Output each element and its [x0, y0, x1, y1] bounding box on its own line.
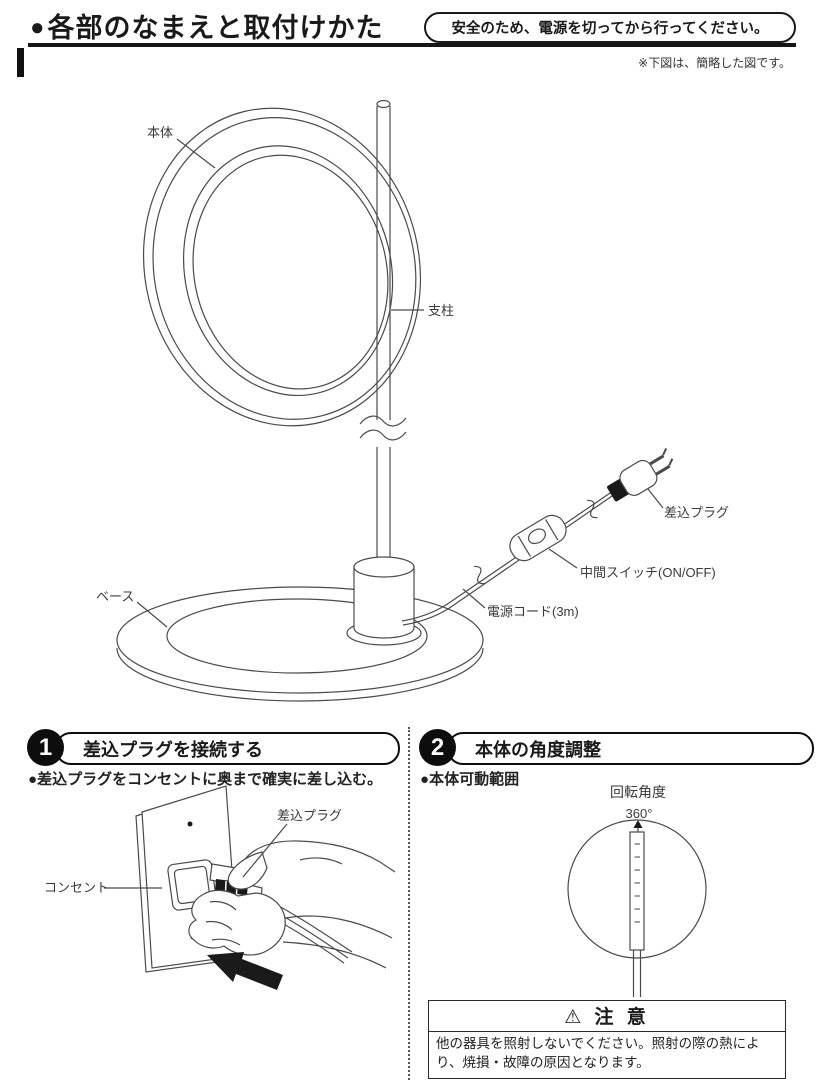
label-body: 本体 — [147, 125, 173, 140]
rotation-title: 回転角度 — [610, 784, 666, 800]
pole-break-symbol — [359, 415, 407, 441]
power-plug-drawing — [607, 447, 674, 502]
bullet-icon: ● — [28, 771, 38, 788]
lamp-base-drawing — [116, 586, 484, 702]
section1-header: 1 差込プラグを接続する — [27, 729, 400, 767]
inline-switch-drawing — [509, 514, 567, 562]
caution-box: ⚠ 注 意 他の器具を照射しないでください。照射の際の熱により、焼損・故障の原因… — [428, 1000, 786, 1079]
label-plug: 差込プラグ — [277, 808, 342, 823]
section1-instruction-text: 差込プラグをコンセントに奥まで確実に差し込む。 — [37, 771, 383, 788]
leader-line — [548, 548, 578, 569]
page-title-text: 各部のなまえと取付けかた — [47, 13, 384, 43]
caution-body: 他の器具を照射しないでください。照射の際の熱により、焼損・故障の原因となります。 — [436, 1036, 760, 1070]
label-switch: 中間スイッチ(ON/OFF) — [580, 565, 716, 580]
label-cord: 電源コード(3m) — [487, 604, 579, 619]
section2-title: 本体の角度調整 — [447, 732, 814, 765]
section1-number-badge: 1 — [27, 729, 64, 766]
power-cord-drawing — [401, 490, 616, 626]
base-cylinder-drawing — [346, 556, 422, 646]
cable-clip — [587, 499, 598, 519]
section1-instruction: ●差込プラグをコンセントに奥まで確実に差し込む。 — [28, 768, 382, 789]
main-lamp-diagram: 本体 支柱 ベース 電源コード(3m) 中間スイッチ(ON/OFF) 差込プラグ — [96, 99, 729, 702]
leader-line — [176, 138, 216, 169]
lamp-top-view-bar — [629, 831, 645, 997]
lower-hand-drawing — [188, 889, 393, 969]
label-pole: 支柱 — [428, 303, 454, 318]
leader-line — [462, 588, 486, 609]
section2-number-badge: 2 — [419, 729, 456, 766]
plug-connection-illustration: コンセント 差込プラグ — [44, 785, 396, 990]
rotation-range-diagram: 回転角度 360° — [567, 784, 707, 997]
cable-clip — [474, 565, 485, 585]
label-plug: 差込プラグ — [664, 505, 729, 520]
safety-note: 安全のため、電源を切ってから行ってください。 — [424, 12, 796, 43]
title-bullet-icon: ● — [30, 14, 46, 41]
leader-line — [647, 488, 664, 509]
warning-icon: ⚠ — [564, 1007, 586, 1028]
leader-line — [242, 823, 288, 878]
label-base: ベース — [96, 589, 134, 604]
rotation-range-circle — [567, 819, 707, 959]
section2-instruction: ●本体可動範囲 — [420, 768, 519, 789]
section2-instruction-text: 本体可動範囲 — [429, 771, 520, 788]
caution-title-text: 注 意 — [594, 1007, 650, 1028]
insert-arrow-icon — [207, 952, 283, 990]
caution-title: ⚠ 注 意 — [429, 1001, 785, 1032]
rotation-angle-label: 360° — [626, 806, 653, 821]
section1-title: 差込プラグを接続する — [55, 732, 400, 765]
section-divider — [408, 727, 410, 1080]
scan-artifact — [17, 48, 24, 77]
header-rule — [28, 43, 796, 47]
section2-header: 2 本体の角度調整 — [419, 729, 814, 767]
diagram-note: ※下図は、簡略した図です。 — [638, 56, 791, 70]
lamp-pole-drawing — [359, 99, 407, 567]
label-outlet: コンセント — [44, 880, 109, 895]
leader-line — [136, 601, 168, 628]
lamp-head-ring-drawing — [142, 107, 422, 427]
page-title: ●各部のなまえと取付けかた — [30, 6, 384, 45]
bullet-icon: ● — [420, 771, 430, 788]
